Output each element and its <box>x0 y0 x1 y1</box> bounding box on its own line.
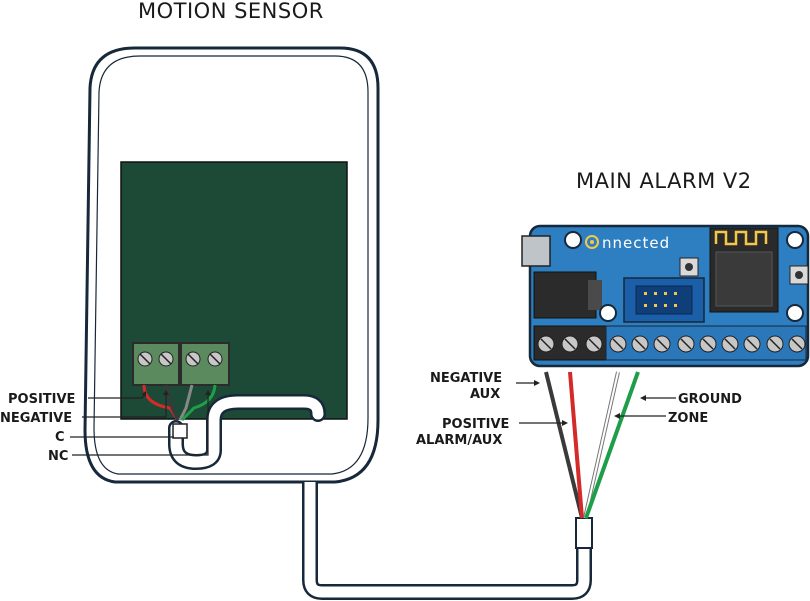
label-negative: NEGATIVE <box>0 411 72 426</box>
board-label-zone-5: 5 <box>750 367 754 374</box>
label-ground: GROUND <box>678 392 742 407</box>
terminal-screw <box>137 351 153 367</box>
board-label-zone-3: 3 <box>684 367 688 374</box>
terminal-screw <box>158 351 174 367</box>
board-label-zone-6: 6 <box>795 367 799 374</box>
board-terminal-screw <box>699 335 717 353</box>
board-terminal-screw <box>677 335 695 353</box>
sensor-wire-black <box>164 384 180 421</box>
mount-hole <box>599 304 617 322</box>
power-jack <box>533 271 597 319</box>
label-positive: POSITIVE <box>8 392 75 407</box>
mount-hole <box>786 304 804 322</box>
board-terminal-screw <box>721 335 739 353</box>
board-terminal-screw <box>653 335 671 353</box>
board-terminal-screw <box>631 335 649 353</box>
board-terminal-screw <box>788 335 806 353</box>
usb-port <box>521 235 551 267</box>
konnected-logo-icon <box>585 235 599 249</box>
sensor-wire-red <box>142 384 180 421</box>
label-zone: ZONE <box>668 411 708 426</box>
cable-jacket-end <box>575 517 593 549</box>
label-positive-line1: POSITIVE <box>442 417 509 432</box>
board-label-alarm-neg: ALARM- <box>584 367 611 374</box>
board-terminal-screw <box>561 335 579 353</box>
board-terminal-screw <box>609 335 627 353</box>
terminal-screw <box>185 351 201 367</box>
wire-green-ground <box>584 371 640 519</box>
board-label-zone-4: 4 <box>728 367 732 374</box>
label-negative-aux-line2: AUX <box>470 387 500 402</box>
label-nc: NC <box>48 449 68 464</box>
label-positive-line2: ALARM/AUX <box>416 433 502 448</box>
board-terminal-screw <box>585 335 603 353</box>
board-screws <box>537 335 806 353</box>
main-alarm-title: MAIN ALARM V2 <box>576 169 752 193</box>
brand-text: nnected <box>602 234 670 252</box>
board-label-zone-2: 2 <box>660 367 664 374</box>
board-terminal-screw <box>743 335 761 353</box>
sensor-wire-connector <box>172 423 188 439</box>
board-label-leaders <box>516 382 676 424</box>
wire-red-positive <box>568 371 584 519</box>
sensor-wire-white <box>178 384 194 421</box>
mount-hole <box>786 231 804 249</box>
terminal-screw <box>207 351 223 367</box>
sensor-terminal-block <box>132 342 230 386</box>
board-terminal-screw <box>537 335 555 353</box>
wire-black-negative-aux <box>544 371 584 519</box>
label-c: C <box>55 430 65 445</box>
board-label-ground-2: G <box>773 367 778 374</box>
alarm-board: nnected X- ALARM- 2 3 G 4 5 G 6 <box>521 224 810 374</box>
label-negative-aux-line1: NEGATIVE <box>430 371 502 386</box>
board-label-aux-neg: X- <box>542 367 549 374</box>
motion-sensor-title: MOTION SENSOR <box>138 0 324 23</box>
board-terminal-screw <box>766 335 784 353</box>
board-label-ground-1: G <box>706 367 711 374</box>
main-cable <box>302 482 592 600</box>
mount-hole <box>564 231 582 249</box>
